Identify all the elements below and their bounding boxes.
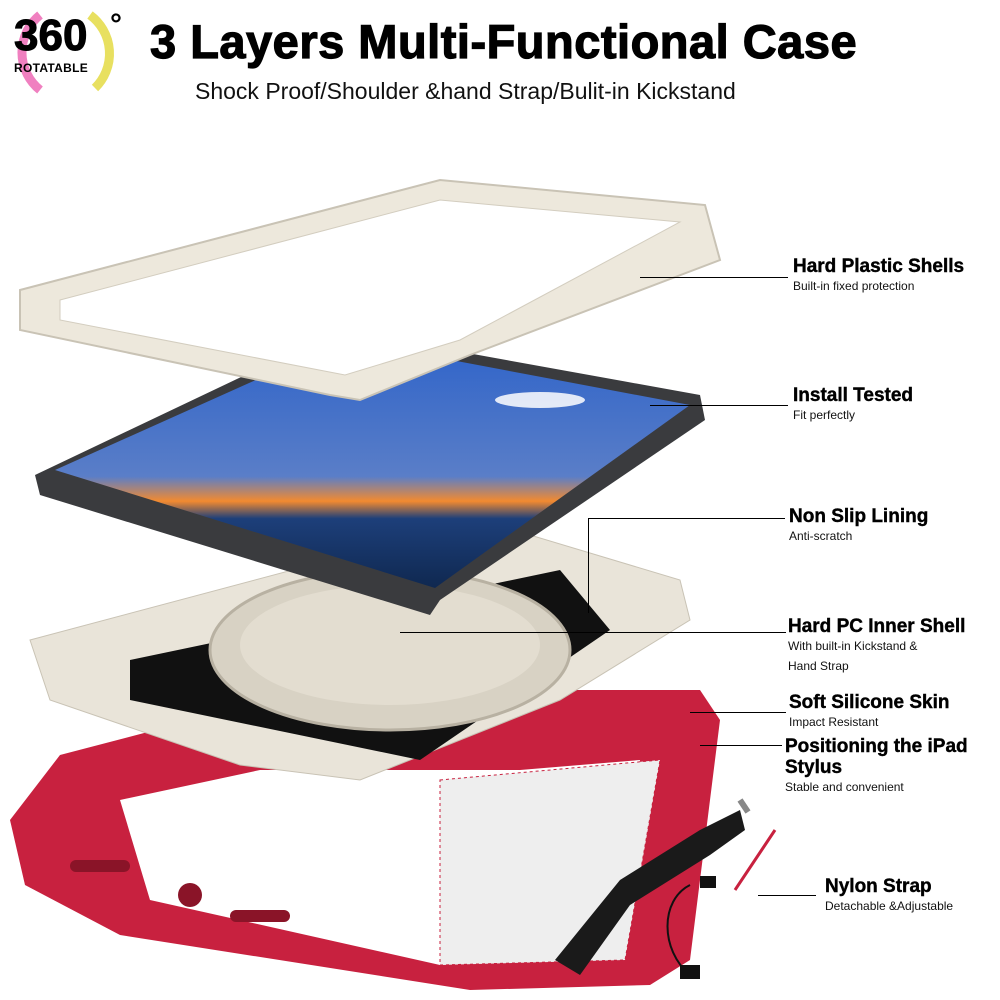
feature-desc: Hand Strap <box>788 659 849 673</box>
feature-title: Install Tested <box>793 385 914 406</box>
feature-nylon-strap: Nylon Strap Detachable &Adjustable <box>825 876 953 915</box>
page-subtitle: Shock Proof/Shoulder &hand Strap/Bulit-i… <box>195 78 736 104</box>
inner-shell <box>29 519 691 781</box>
leader-line <box>758 895 816 896</box>
feature-hard-plastic-shells: Hard Plastic Shells Built-in fixed prote… <box>793 256 964 295</box>
plastic-frame <box>19 178 722 402</box>
feature-desc: Fit perfectly <box>793 408 856 422</box>
leader-line <box>400 632 786 633</box>
feature-title: Positioning the iPad <box>785 736 968 757</box>
feature-title: Nylon Strap <box>825 876 932 897</box>
feature-desc: Built-in fixed protection <box>793 279 915 293</box>
leader-line <box>650 405 788 406</box>
leader-line <box>700 745 782 746</box>
feature-title: Non Slip Lining <box>789 506 929 527</box>
badge-number: 360 <box>13 11 88 60</box>
feature-title-line2: Stylus <box>785 757 843 778</box>
silicone-skin <box>10 690 720 990</box>
feature-title: Hard PC Inner Shell <box>788 616 966 637</box>
tablet <box>35 330 705 615</box>
leader-line <box>690 712 786 713</box>
leader-line <box>588 518 785 519</box>
feature-desc: Stable and convenient <box>785 780 904 794</box>
feature-title: Hard Plastic Shells <box>793 256 965 277</box>
feature-title: Soft Silicone Skin <box>789 692 950 713</box>
feature-hard-pc-inner-shell: Hard PC Inner Shell With built-in Kickst… <box>788 616 966 675</box>
feature-desc: Anti-scratch <box>789 529 853 543</box>
feature-desc: With built-in Kickstand & <box>788 639 918 653</box>
feature-desc: Detachable &Adjustable <box>825 899 954 913</box>
feature-non-slip-lining: Non Slip Lining Anti-scratch <box>789 506 929 545</box>
nylon-strap <box>555 798 777 979</box>
leader-line <box>588 518 589 613</box>
feature-stylus-positioning: Positioning the iPad Stylus Stable and c… <box>785 736 968 796</box>
badge-label: ROTATABLE <box>14 61 89 75</box>
rotate-arrows-icon <box>17 11 114 94</box>
feature-desc: Impact Resistant <box>789 715 879 729</box>
page-title: 3 Layers Multi-Functional Case <box>149 14 858 68</box>
badge-degree: ° <box>110 8 122 41</box>
leader-line <box>640 277 788 278</box>
feature-install-tested: Install Tested Fit perfectly <box>793 385 913 424</box>
feature-soft-silicone-skin: Soft Silicone Skin Impact Resistant <box>789 692 950 731</box>
